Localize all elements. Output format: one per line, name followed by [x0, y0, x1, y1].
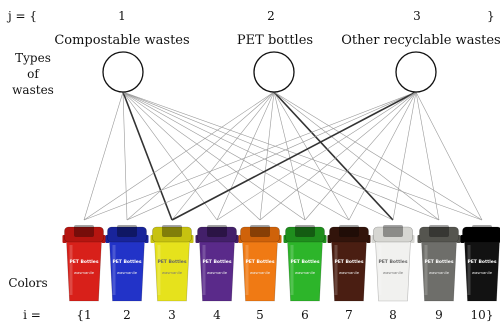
types-label-line2: of — [27, 67, 40, 81]
bins-group: PET Bottles wasmanlle PET Bottles wasmanlle… — [62, 225, 500, 302]
link-3-9 — [415, 91, 440, 221]
waste-bin-10: PET Bottles wasmanlle — [460, 225, 500, 302]
bin-text-9: PET Bottles — [424, 259, 453, 265]
link-2-2 — [126, 91, 275, 221]
link-3-10 — [415, 91, 483, 221]
i-index-5: 5 — [256, 308, 264, 322]
bin-subtext-8: wasmanlle — [383, 270, 404, 275]
link-3-5 — [259, 91, 417, 221]
bin-subtext-5: wasmanlle — [250, 270, 271, 275]
bin-subtext-6: wasmanlle — [295, 270, 316, 275]
link-2-10 — [273, 91, 483, 221]
waste-node-2 — [253, 51, 295, 93]
j-index-1: 1 — [118, 9, 126, 23]
bin-subtext-10: wasmanlle — [472, 270, 493, 275]
link-3-1 — [83, 91, 417, 221]
i-index-4: 4 — [213, 308, 221, 322]
i-index-1: {1 — [76, 308, 91, 322]
link-3-8 — [392, 91, 417, 221]
waste-type-label-1: Compostable wastes — [54, 33, 189, 48]
bin-text-7: PET Bottles — [334, 259, 363, 265]
link-1-10 — [122, 91, 483, 221]
link-2-4 — [216, 91, 275, 221]
bin-subtext-9: wasmanlle — [429, 270, 450, 275]
waste-type-label-2: PET bottles — [237, 33, 313, 48]
i-set-prefix: i = — [23, 308, 41, 322]
link-1-1 — [83, 91, 124, 221]
bin-subtext-1: wasmanlle — [74, 270, 95, 275]
bin-subtext-4: wasmanlle — [207, 270, 228, 275]
link-1-8 — [122, 91, 394, 221]
i-index-6: 6 — [301, 308, 309, 322]
link-1-5 — [122, 91, 261, 221]
bin-subtext-7: wasmanlle — [339, 270, 360, 275]
link-1-2 — [122, 91, 128, 221]
i-index-3: 3 — [168, 308, 176, 322]
link-3-6 — [304, 91, 417, 221]
types-label-line3: wastes — [12, 83, 54, 97]
waste-bin-6: PET Bottles wasmanlle — [283, 225, 327, 302]
link-1-6 — [122, 91, 306, 221]
bin-subtext-3: wasmanlle — [162, 270, 183, 275]
i-index-2: 2 — [123, 308, 131, 322]
bin-text-4: PET Bottles — [202, 259, 231, 265]
waste-bin-1: PET Bottles wasmanlle — [62, 225, 106, 302]
link-2-1 — [83, 91, 275, 221]
bin-text-1: PET Bottles — [69, 259, 98, 265]
link-3-2 — [126, 91, 417, 221]
i-index-10: 10} — [471, 308, 494, 322]
i-index-9: 9 — [435, 308, 443, 322]
j-index-3: 3 — [413, 9, 421, 23]
j-set-open: j = { — [6, 9, 37, 23]
link-3-7 — [348, 91, 417, 221]
link-1-9 — [122, 91, 440, 221]
waste-bin-5: PET Bottles wasmanlle — [238, 225, 282, 302]
waste-bin-3: PET Bottles wasmanlle — [150, 225, 194, 302]
waste-bin-7: PET Bottles wasmanlle — [327, 225, 371, 302]
link-2-8 — [273, 91, 394, 221]
waste-type-label-3: Other recyclable wastes — [341, 33, 500, 48]
waste-node-3 — [395, 51, 437, 93]
types-label-line1: Types — [15, 51, 51, 65]
bin-text-5: PET Bottles — [245, 259, 274, 265]
links-group — [83, 91, 483, 221]
bin-text-2: PET Bottles — [112, 259, 141, 265]
bin-subtext-2: wasmanlle — [117, 270, 138, 275]
bin-text-10: PET Bottles — [467, 259, 496, 265]
link-2-3 — [171, 91, 275, 221]
i-index-7: 7 — [345, 308, 353, 322]
link-2-9 — [273, 91, 440, 221]
bin-text-8: PET Bottles — [378, 259, 407, 265]
link-3-3 — [171, 91, 417, 221]
link-2-7 — [273, 91, 350, 221]
link-3-4 — [216, 91, 417, 221]
bin-text-3: PET Bottles — [157, 259, 186, 265]
waste-bin-9: PET Bottles wasmanlle — [417, 225, 461, 302]
i-index-8: 8 — [389, 308, 397, 322]
link-2-5 — [259, 91, 275, 221]
link-1-4 — [122, 91, 218, 221]
link-1-7 — [122, 91, 350, 221]
link-1-3 — [122, 91, 173, 221]
waste-node-1 — [102, 51, 144, 93]
link-2-6 — [273, 91, 306, 221]
j-index-2: 2 — [267, 9, 275, 23]
waste-bin-2: PET Bottles wasmanlle — [105, 225, 149, 302]
bin-text-6: PET Bottles — [290, 259, 319, 265]
waste-bin-8: PET Bottles wasmanlle — [371, 225, 415, 302]
j-set-close: } — [487, 9, 495, 23]
colors-label: Colors — [8, 276, 47, 290]
i-labels-group: {1 2 3 4 5 6 7 8 9 10} — [76, 308, 493, 322]
waste-bin-4: PET Bottles wasmanlle — [195, 225, 239, 302]
